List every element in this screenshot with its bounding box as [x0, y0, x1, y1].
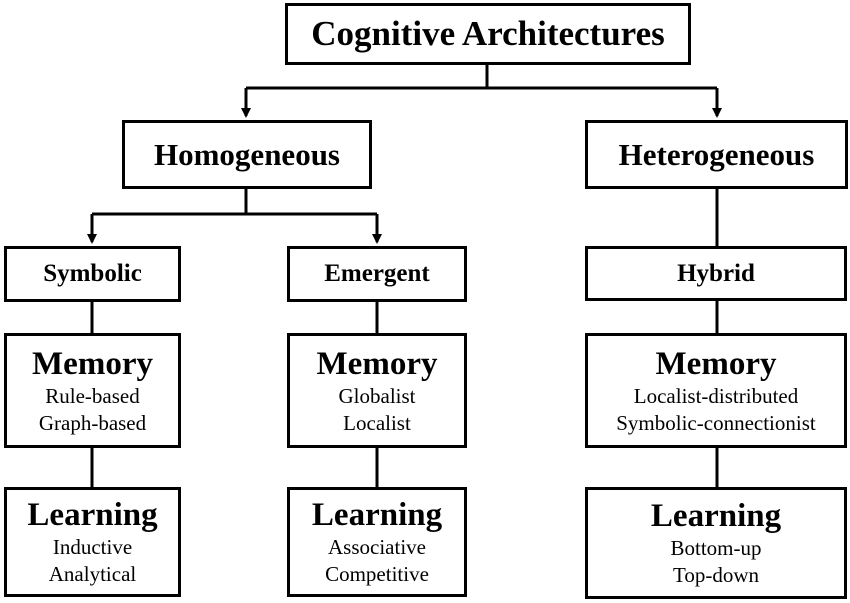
learning-item: Bottom-up	[670, 536, 762, 560]
node-emergent: Emergent	[287, 246, 467, 302]
learning-item: Analytical	[48, 562, 137, 586]
learning-item: Associative	[328, 535, 426, 559]
memory-title: Memory	[32, 345, 153, 382]
node-label: Hybrid	[677, 259, 755, 287]
node-homogeneous: Homogeneous	[122, 120, 372, 189]
learning-title: Learning	[650, 498, 782, 534]
node-label: Symbolic	[43, 260, 142, 287]
node-memory-symbolic: Memory Rule-based Graph-based	[4, 333, 181, 448]
node-symbolic: Symbolic	[4, 246, 181, 302]
node-hybrid: Hybrid	[585, 246, 847, 301]
node-heterogeneous: Heterogeneous	[585, 120, 848, 189]
memory-item: Rule-based	[45, 383, 140, 408]
learning-item: Competitive	[325, 562, 429, 586]
node-label: Cognitive Architectures	[311, 14, 665, 53]
node-label: Heterogeneous	[618, 136, 815, 172]
learning-title: Learning	[27, 497, 158, 533]
learning-item: Top-down	[672, 563, 760, 587]
memory-title: Memory	[316, 345, 438, 382]
node-label: Emergent	[324, 260, 430, 287]
memory-item: Symbolic-connectionist	[616, 410, 816, 435]
learning-item: Inductive	[52, 535, 133, 559]
memory-item: Localist	[343, 410, 411, 435]
node-learning-emergent: Learning Associative Competitive	[287, 487, 467, 597]
node-memory-emergent: Memory Globalist Localist	[287, 333, 467, 448]
node-cognitive-architectures: Cognitive Architectures	[285, 3, 691, 65]
memory-title: Memory	[655, 345, 777, 382]
memory-item: Localist-distributed	[633, 383, 799, 408]
node-label: Homogeneous	[154, 136, 340, 172]
node-learning-symbolic: Learning Inductive Analytical	[4, 487, 181, 597]
memory-item: Graph-based	[38, 410, 147, 435]
memory-item: Globalist	[338, 383, 416, 408]
node-learning-hybrid: Learning Bottom-up Top-down	[585, 487, 847, 599]
node-memory-hybrid: Memory Localist-distributed Symbolic-con…	[585, 333, 847, 448]
learning-title: Learning	[311, 497, 443, 533]
